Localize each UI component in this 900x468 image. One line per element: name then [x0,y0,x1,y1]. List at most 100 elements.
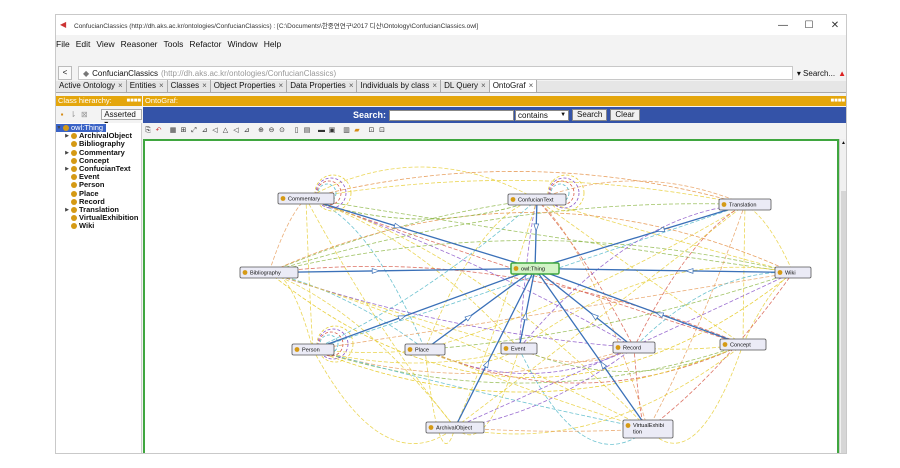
menu-refactor[interactable]: Refactor [189,39,222,49]
subclass-edge-place[interactable] [424,267,536,351]
tree-layout-up-icon[interactable]: ⊿ [201,127,208,134]
relation-arc[interactable] [268,272,456,428]
graph-node-wiki[interactable]: Wiki [774,266,812,279]
tree-item-confuciantext[interactable]: ▶ConfucianText [64,165,130,173]
graph-node-commentary[interactable]: Commentary [277,192,335,205]
expand-arrow-icon[interactable]: ▶ [65,149,69,156]
scrollbar-thumb[interactable] [841,191,846,453]
subclass-edge-commentary[interactable] [305,197,536,270]
tree-item-archivalobject[interactable]: ▶ArchivalObject [64,132,132,140]
panel-window-icons[interactable]: ■■■■ [830,98,846,104]
tab-close-icon[interactable]: × [432,81,438,90]
relation-arc[interactable] [454,344,744,435]
scroll-up-icon[interactable]: ▲ [841,140,846,146]
menu-window[interactable]: Window [227,39,258,49]
relation-arc[interactable] [518,348,649,445]
tree-item-concept[interactable]: Concept [64,156,109,165]
graph-node-concept[interactable]: Concept [719,338,767,351]
relation-arc[interactable] [742,204,746,345]
subclass-edge-concept[interactable] [534,267,744,346]
graph-node-owl-thing[interactable]: owl:Thing [510,262,560,275]
tree-item-virtualexhibition[interactable]: VirtualExhibition [64,214,138,222]
self-relation-loop[interactable] [548,177,580,209]
relation-arc[interactable] [312,344,744,393]
search-button[interactable]: Search [572,109,608,121]
menu-file[interactable]: File [56,39,70,49]
graph-node-place[interactable]: Place [404,343,446,356]
relation-arc[interactable] [312,344,744,384]
tab-close-icon[interactable]: × [158,81,164,90]
subclass-edge-bibliography[interactable] [268,267,536,274]
relation-arc[interactable] [424,349,649,430]
warning-icon[interactable]: ▲ [838,68,846,78]
asserted-dropdown[interactable]: Asserted ▾ [101,109,142,128]
tree-item-commentary[interactable]: ▶Commentary [64,148,125,157]
relation-arc[interactable] [268,212,794,273]
tree-layout-right-icon[interactable]: ◁ [233,127,239,134]
expand-arrow-icon[interactable]: ▶ [65,133,69,140]
relation-arc[interactable] [454,204,746,428]
tab-data-properties[interactable]: Data Properties× [287,80,358,92]
relation-arc[interactable] [312,204,746,350]
relation-arc[interactable] [424,344,744,384]
menu-edit[interactable]: Edit [75,39,91,49]
tab-close-icon[interactable]: × [202,81,207,90]
expand-arrow-icon[interactable]: ▶ [65,207,69,213]
tree-item-translation[interactable]: ▶Translation [64,206,119,214]
clear-button[interactable]: Clear [610,109,640,121]
expand-icon[interactable]: ⊡ [379,127,385,134]
export-icon[interactable]: ⎘ [145,127,151,134]
relation-arc[interactable] [647,204,746,430]
tab-individuals-by-class[interactable]: Individuals by class× [357,80,442,92]
relation-arc[interactable] [305,198,520,349]
relation-arc[interactable] [536,180,746,205]
tab-close-icon[interactable]: × [278,81,284,90]
graph-search-input[interactable] [389,109,515,121]
menu-reasoner[interactable]: Reasoner [120,39,158,49]
relation-arc[interactable] [305,198,314,350]
graph-node-person[interactable]: Person [291,343,335,356]
relation-arc[interactable] [312,349,456,444]
self-relation-loop[interactable] [547,174,585,212]
relation-arc[interactable] [424,272,794,350]
self-relation-loop[interactable] [550,183,570,203]
tab-classes[interactable]: Classes× [168,80,211,92]
relation-arc[interactable] [312,349,426,353]
tree-layout-down-icon[interactable]: △ [222,127,229,134]
minimize-button[interactable]: — [778,19,788,31]
tree-item-person[interactable]: Person [64,181,104,189]
zoom-fit-icon[interactable]: ⊙ [279,127,285,134]
tree-item-owl-thing[interactable]: ▼owl:Thing [56,124,107,132]
relation-arc[interactable] [268,198,307,273]
relation-arc[interactable] [454,199,538,428]
subclass-edge-archivalobject[interactable] [454,268,536,428]
relation-arc[interactable] [424,204,746,350]
zoom-in-icon[interactable]: ⊕ [258,127,264,134]
tree-item-record[interactable]: Record [64,197,105,206]
relation-arc[interactable] [518,199,538,349]
relation-arc[interactable] [305,198,635,348]
relation-arc[interactable] [536,199,794,273]
add-sibling-icon[interactable]: ⇂ [69,110,77,119]
tree-item-place[interactable]: Place [64,189,99,198]
grid-layout-alt-icon[interactable]: ⊞ [180,127,187,134]
tree-layout-left-icon[interactable]: ◁ [212,127,218,134]
relation-arc[interactable] [536,199,649,430]
ontology-selector[interactable]: ◆ ConfucianClassics (http://dh.aks.ac.kr… [78,66,793,80]
relation-arc[interactable] [305,198,456,428]
relation-arc[interactable] [305,166,538,200]
collapse-icon[interactable]: ⊡ [368,127,375,134]
maximize-button[interactable]: ☐ [804,19,814,31]
expand-arrow-icon[interactable]: ▼ [56,125,62,131]
tree-item-bibliography[interactable]: Bibliography [64,140,125,148]
relation-arc[interactable] [268,203,746,273]
relation-arc[interactable] [268,272,649,430]
tab-close-icon[interactable]: × [348,81,354,90]
tab-close-icon[interactable]: × [528,81,534,90]
relation-arc[interactable] [536,199,744,345]
graph-node-confuciantext[interactable]: ConfucianText [507,193,567,206]
tab-active-ontology[interactable]: Active Ontology× [56,80,127,92]
relation-arc[interactable] [647,272,794,430]
subclass-edge-translation[interactable] [534,203,746,270]
open-folder-icon[interactable]: ▰ [354,127,360,134]
